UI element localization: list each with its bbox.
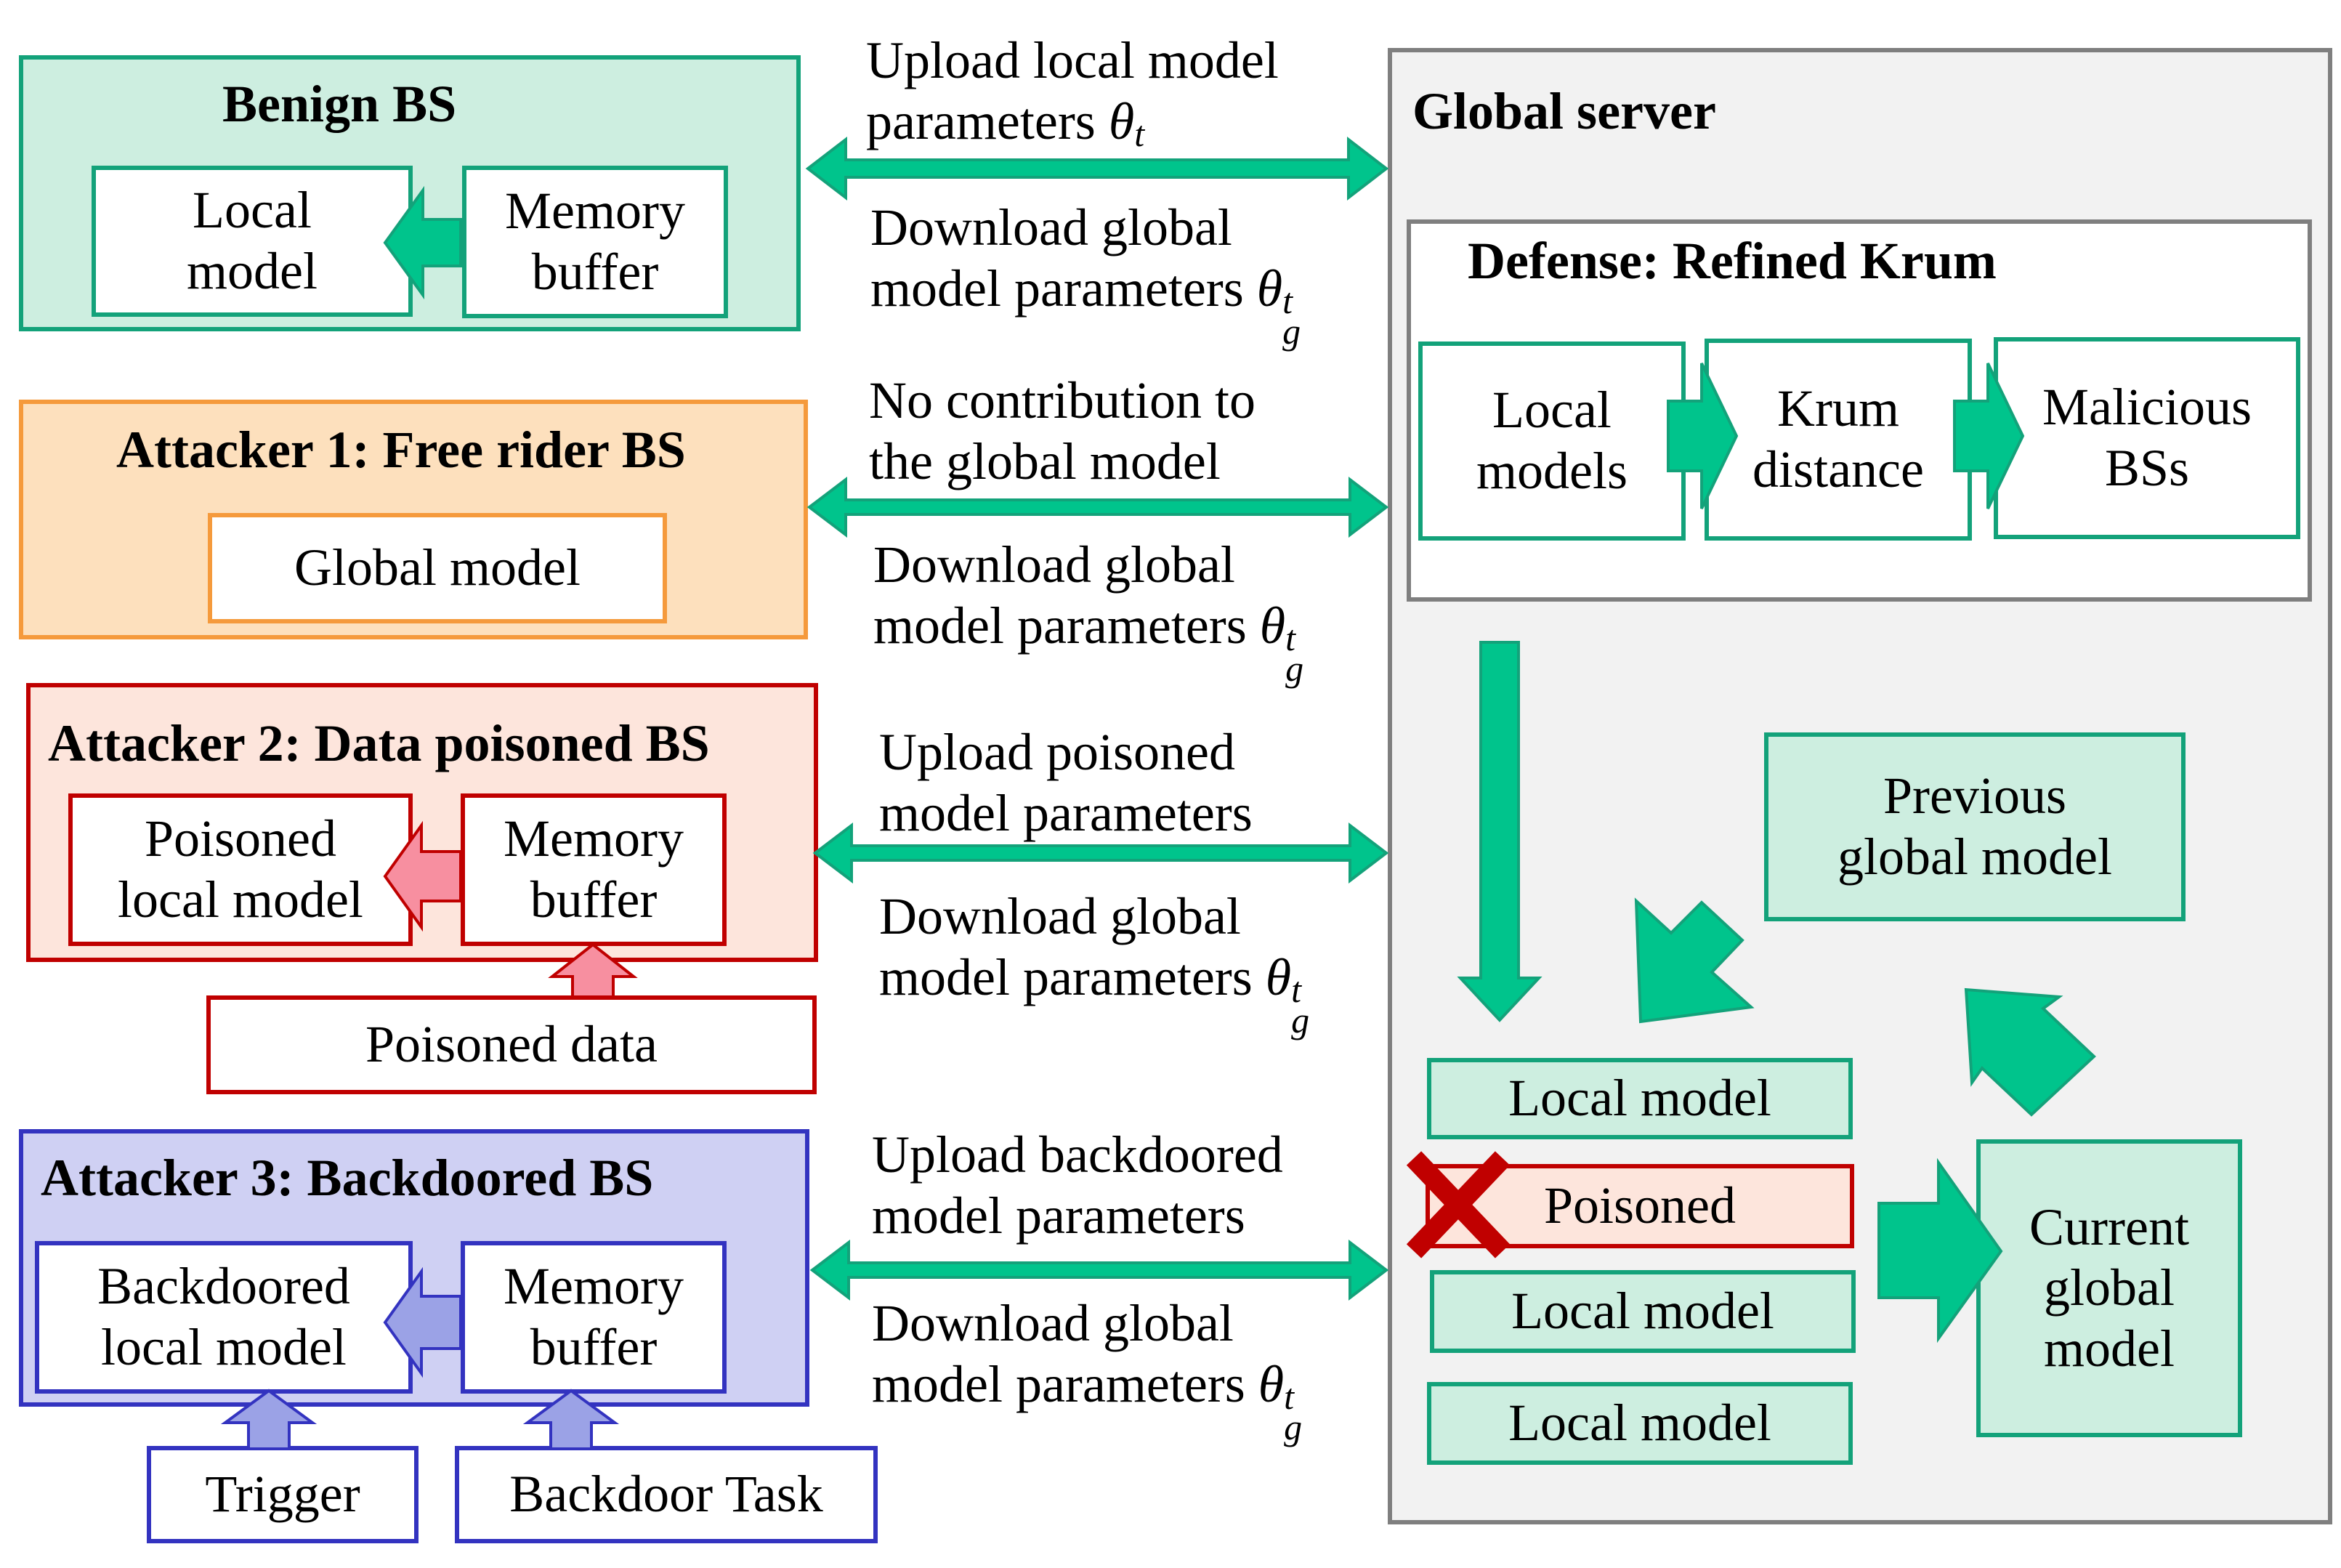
attacker1-upload-label: No contribution to the global model — [869, 371, 1256, 490]
benign-bs-title: Benign BS — [222, 75, 457, 133]
benign-download-text: Download global model parameters — [870, 198, 1244, 318]
attacker3-backdoor-task: Backdoor Task — [455, 1446, 878, 1543]
global-server-title: Global server — [1412, 82, 1716, 140]
poisoned-data-to-buffer-arrow — [548, 942, 638, 998]
benign-buffer-to-model-arrow — [383, 185, 462, 300]
benign-local-model: Local model — [92, 166, 413, 317]
attacker2-link-arrow — [812, 822, 1389, 884]
attacker2-buffer-to-model-arrow — [383, 820, 462, 932]
attacker3-buffer-to-model-arrow — [383, 1266, 462, 1378]
models-to-current-arrow — [1877, 1157, 2003, 1343]
defense-title: Defense: Refined Krum — [1468, 232, 1997, 290]
current-global-model-box: Current global model — [1976, 1139, 2242, 1437]
received-local-model-1: Local model — [1427, 1058, 1853, 1139]
received-local-model-2: Local model — [1430, 1270, 1856, 1353]
attacker3-memory-buffer: Memory buffer — [461, 1241, 727, 1394]
received-local-model-3: Local model — [1427, 1382, 1853, 1465]
attacker2-poisoned-local-model: Poisoned local model — [68, 793, 413, 946]
trigger-to-model-arrow — [220, 1389, 318, 1450]
attacker3-upload-label: Upload backdoored model parameters — [872, 1126, 1283, 1245]
benign-link-arrow — [805, 136, 1389, 201]
defense-step-local-models: Local models — [1418, 342, 1686, 541]
defense-step-krum-distance: Krum distance — [1705, 339, 1972, 541]
previous-global-model-box: Previous global model — [1764, 732, 2186, 921]
attacker1-download-text: Download global model parameters — [873, 536, 1247, 655]
attacker2-upload-label: Upload poisoned model parameters — [879, 723, 1253, 842]
krum-to-malicious-arrow — [1953, 363, 2025, 509]
attacker1-title: Attacker 1: Free rider BS — [116, 421, 686, 479]
attacker2-poisoned-data: Poisoned data — [206, 995, 817, 1094]
local-models-to-krum-arrow — [1667, 363, 1739, 509]
current-to-previous-arrow — [1964, 987, 2096, 1117]
attacker1-global-model: Global model — [208, 513, 667, 623]
attacker2-title: Attacker 2: Data poisoned BS — [48, 714, 710, 772]
rejected-x-icon — [1406, 1151, 1511, 1258]
attacker1-link-arrow — [806, 476, 1389, 538]
attacker3-link-arrow — [809, 1239, 1389, 1301]
previous-model-to-models-arrow — [1634, 897, 1755, 1024]
benign-upload-text: Upload local model parameters — [866, 31, 1279, 150]
attacker3-download-text: Download global model parameters — [872, 1294, 1245, 1413]
defense-to-models-arrow — [1457, 641, 1543, 1022]
benign-memory-buffer: Memory buffer — [462, 166, 728, 318]
defense-step-malicious-bss: Malicious BSs — [1994, 337, 2300, 539]
attacker2-download-text: Download global model parameters — [879, 887, 1253, 1006]
backdoor-task-to-buffer-arrow — [522, 1389, 620, 1450]
attacker3-backdoored-local-model: Backdoored local model — [35, 1241, 413, 1394]
attacker3-title: Attacker 3: Backdoored BS — [41, 1149, 654, 1207]
